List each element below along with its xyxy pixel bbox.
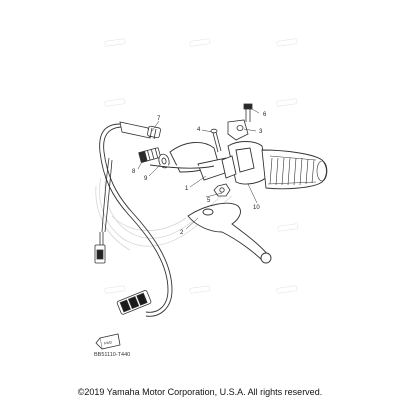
watermark-logo bbox=[277, 223, 299, 232]
clutch-cable bbox=[99, 123, 173, 317]
cable-adjuster bbox=[119, 121, 161, 140]
leader-lines bbox=[137, 107, 260, 230]
callout-3: 3 bbox=[259, 129, 263, 135]
callout-10: 10 bbox=[253, 205, 260, 211]
watermark-logo bbox=[276, 38, 298, 47]
callout-2: 2 bbox=[180, 230, 184, 236]
harness-connector bbox=[116, 290, 152, 315]
ghost-frame bbox=[95, 173, 233, 251]
switch-wire bbox=[101, 157, 113, 233]
adjuster-bolt bbox=[138, 147, 161, 163]
callout-8: 8 bbox=[132, 169, 136, 175]
callout-9: 9 bbox=[144, 176, 148, 182]
callout-4: 4 bbox=[197, 127, 201, 133]
fwd-badge: FWD bbox=[95, 333, 121, 350]
grip-texture bbox=[269, 157, 328, 186]
clutch-switch-plug bbox=[94, 232, 106, 264]
screw-part-4 bbox=[210, 128, 222, 153]
bolt-part-6 bbox=[243, 103, 253, 122]
watermarks bbox=[104, 38, 299, 294]
watermark-logo bbox=[189, 38, 211, 47]
locknut bbox=[158, 153, 170, 169]
clamp-part-3 bbox=[227, 119, 249, 141]
copyright-notice: ©2019 Yamaha Motor Corporation, U.S.A. A… bbox=[77, 387, 323, 397]
callout-1: 1 bbox=[185, 186, 189, 192]
watermark-logo bbox=[189, 285, 211, 294]
lever-holder bbox=[149, 142, 229, 181]
watermark-logo bbox=[104, 98, 126, 107]
callout-5: 5 bbox=[207, 198, 211, 204]
handlebar-switch bbox=[221, 141, 269, 185]
watermark-logo bbox=[104, 285, 126, 294]
watermark-logo bbox=[104, 38, 126, 47]
nut-part-5 bbox=[213, 183, 231, 197]
callout-7: 7 bbox=[157, 116, 161, 122]
clutch-lever bbox=[187, 202, 272, 264]
reference-code: BB51110-T440 bbox=[94, 352, 130, 358]
watermark-logo bbox=[276, 98, 298, 107]
callout-6: 6 bbox=[263, 112, 267, 118]
fwd-badge-text: FWD bbox=[104, 340, 113, 345]
watermark-logo bbox=[276, 285, 298, 294]
